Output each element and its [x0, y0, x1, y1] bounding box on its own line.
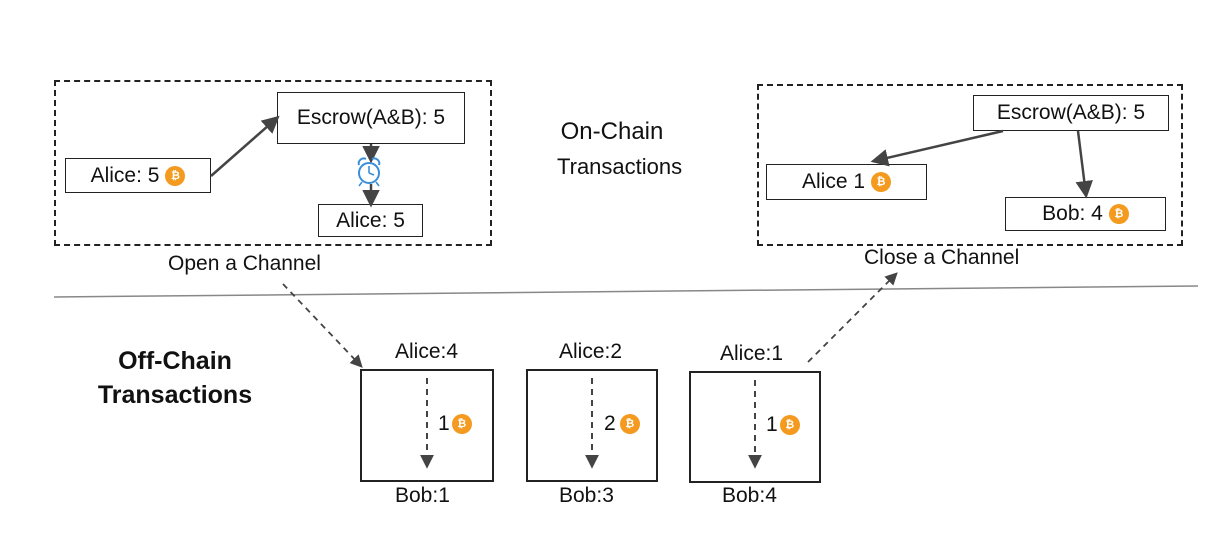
alice-settle-label: Alice 1	[801, 170, 866, 193]
state-1-alice-balance: Alice:4	[395, 340, 459, 363]
alarm-clock-icon	[357, 157, 381, 187]
state-3-amount-value: 1	[766, 413, 778, 436]
settle-alice-arrow	[870, 129, 1004, 167]
state-2-amount-value: 2	[604, 412, 616, 435]
bitcoin-icon: ₿	[871, 172, 892, 192]
state-1-bob-balance: Bob:1	[395, 484, 450, 507]
off-chain-title: Off-Chain Transactions	[82, 345, 268, 413]
escrow-box-close: Escrow(A&B): 5	[973, 95, 1169, 131]
open-channel-caption: Open a Channel	[168, 252, 321, 275]
bitcoin-icon: ₿	[1108, 204, 1129, 224]
state-1-amount-value: 1	[438, 412, 450, 435]
settle-bob-arrow	[1075, 130, 1093, 199]
off-chain-title-line1: Off-Chain	[118, 347, 232, 375]
alice-funding-label: Alice: 5	[90, 163, 160, 187]
close-channel-frame	[757, 84, 1183, 246]
bob-settle-box: Bob: 4 ₿	[1005, 197, 1166, 231]
state-2-bob-balance: Bob:3	[559, 484, 614, 507]
state-1-amount: 1 ₿	[438, 412, 472, 436]
on-chain-subtitle: Transactions	[557, 154, 683, 179]
open-to-offchain-arrow	[282, 283, 363, 368]
state-2-alice-balance: Alice:2	[559, 340, 623, 363]
state-3-amount: 1 ₿	[766, 413, 800, 437]
offchain-to-close-arrow	[807, 272, 898, 363]
funding-arrow	[210, 115, 280, 177]
alice-funding-box: Alice: 5 ₿	[65, 158, 211, 193]
off-chain-title-line2: Transactions	[97, 380, 253, 409]
bitcoin-icon: ₿	[451, 414, 472, 434]
open-channel-frame	[54, 80, 492, 246]
bitcoin-icon: ₿	[619, 414, 640, 434]
on-chain-title: On-Chain	[560, 118, 664, 145]
alice-settle-box: Alice 1 ₿	[766, 164, 927, 200]
escrow-label-close: Escrow(A&B): 5	[996, 101, 1146, 124]
bitcoin-icon: ₿	[165, 165, 186, 186]
close-channel-caption: Close a Channel	[864, 246, 1020, 269]
state-3-alice-balance: Alice:1	[720, 342, 784, 365]
alice-refund-label: Alice: 5	[336, 208, 405, 232]
chain-divider	[53, 285, 1199, 298]
state-2-amount: 2 ₿	[604, 412, 640, 436]
escrow-label-open: Escrow(A&B): 5	[296, 106, 446, 129]
bob-settle-label: Bob: 4	[1042, 202, 1103, 225]
bitcoin-icon: ₿	[779, 415, 800, 435]
alice-refund-box: Alice: 5	[318, 204, 423, 237]
state-3-bob-balance: Bob:4	[722, 484, 777, 507]
